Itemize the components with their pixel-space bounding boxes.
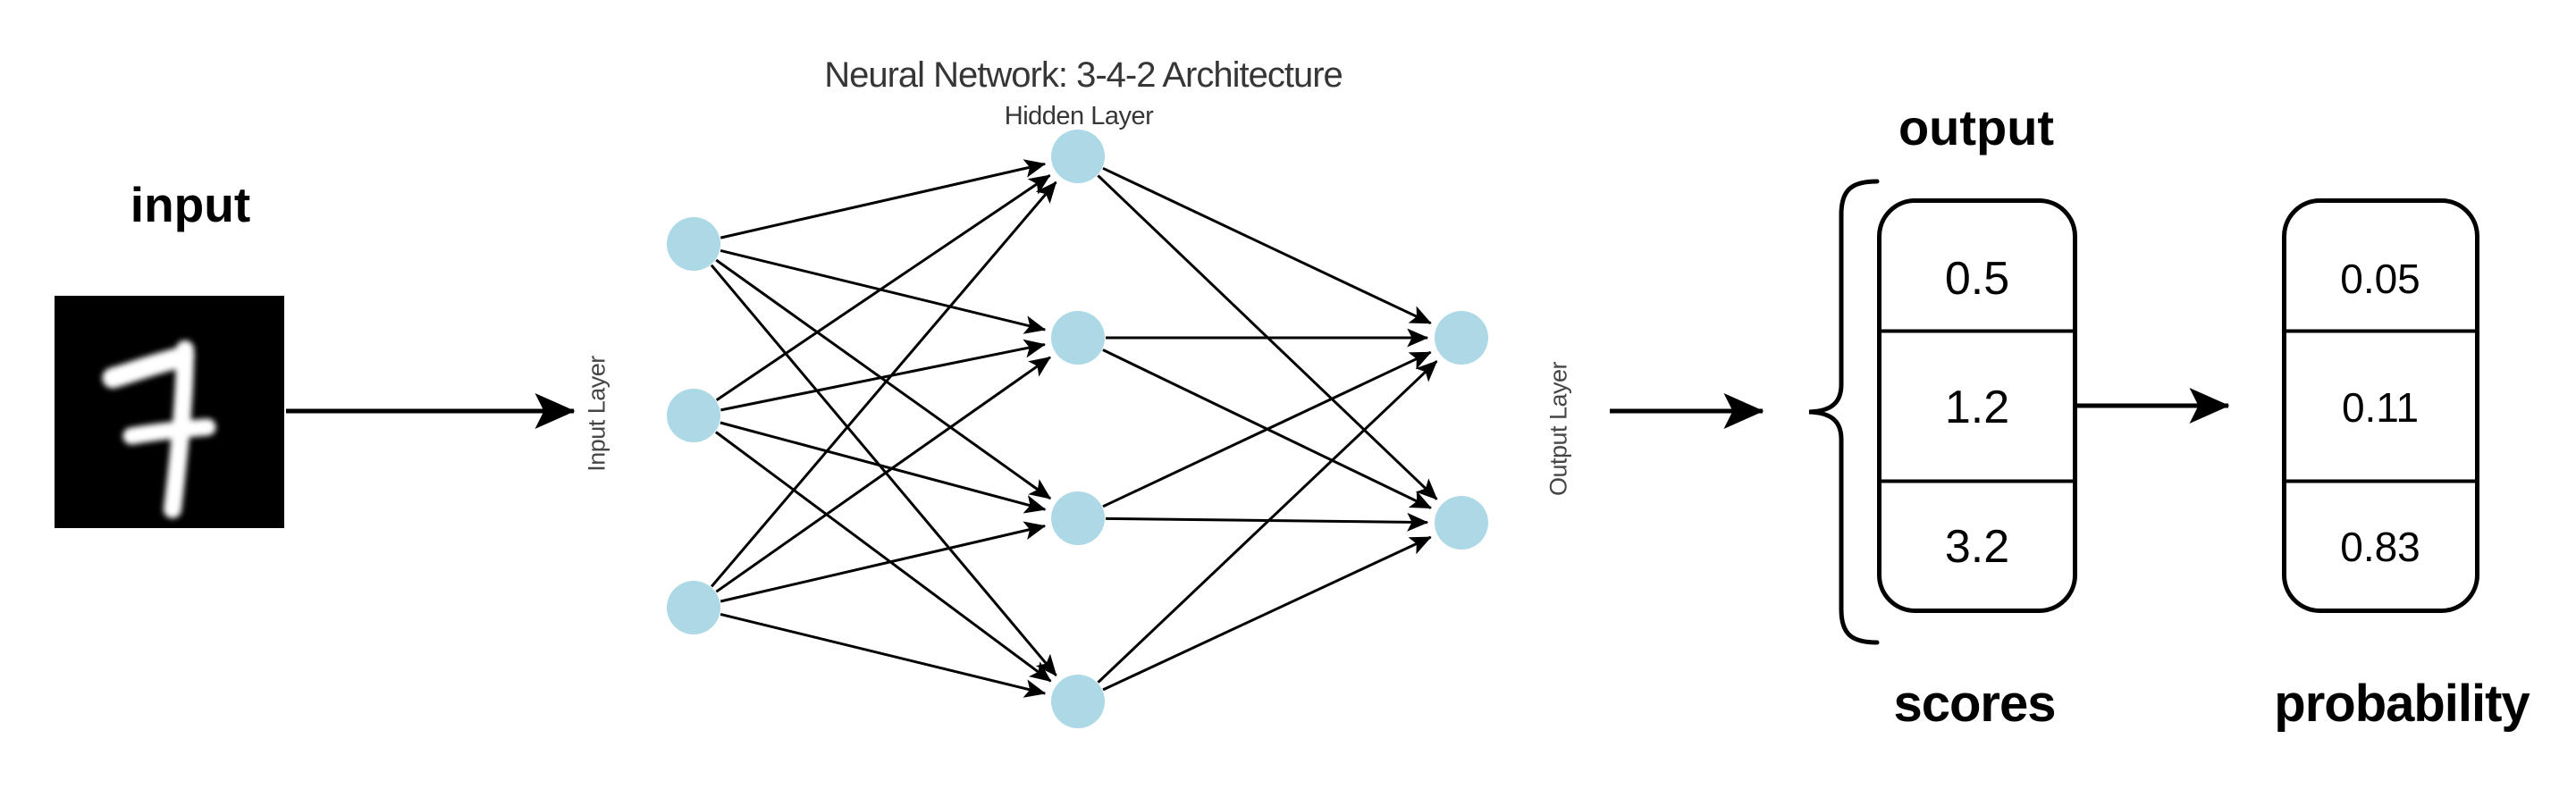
input-node	[667, 389, 720, 442]
network-edge	[720, 421, 1047, 514]
hidden-node	[1051, 491, 1105, 545]
input-node	[667, 217, 720, 271]
output-node	[1435, 311, 1488, 365]
network-edge	[720, 159, 1047, 239]
probability-value-2: 0.11	[2341, 384, 2420, 431]
scores-label: scores	[1893, 675, 2056, 733]
score-value-1: 0.5	[1944, 253, 2010, 305]
hidden-node	[1051, 675, 1105, 728]
output-layer-label: Output Layer	[1545, 361, 1572, 497]
input-node	[667, 581, 720, 634]
score-value-2: 1.2	[1944, 382, 2010, 433]
network-edge	[1105, 512, 1429, 532]
network-edge	[720, 248, 1047, 334]
output-node	[1435, 496, 1488, 550]
network-nodes	[667, 130, 1488, 728]
network-edges	[710, 159, 1438, 698]
network-edge	[720, 521, 1047, 603]
probability-value-3: 0.83	[2340, 524, 2420, 570]
output-label: output	[1898, 99, 2055, 155]
hidden-node	[1051, 311, 1105, 365]
probability-box-outline	[2282, 198, 2479, 613]
network-edge	[1102, 350, 1432, 508]
network-edge	[1102, 166, 1432, 325]
input-layer-label: Input Layer	[583, 356, 610, 472]
output-brace	[1808, 179, 1880, 645]
network-edge	[715, 258, 1052, 500]
network-edge	[1097, 360, 1438, 684]
network-edge	[715, 431, 1052, 683]
digit-7-strokes	[102, 340, 216, 518]
hidden-layer-label: Hidden Layer	[1004, 102, 1154, 130]
network-edge	[715, 173, 1051, 401]
input-label: input	[130, 177, 251, 232]
scores-box-outline	[1877, 198, 2077, 613]
hidden-node	[1051, 130, 1105, 183]
network-edge	[720, 612, 1047, 698]
digit-7-crossbar	[122, 418, 216, 445]
network-edge	[710, 264, 1057, 676]
probability-value-1: 0.05	[2340, 256, 2420, 302]
diagram-title: Neural Network: 3-4-2 Architecture	[824, 55, 1343, 95]
network-edge	[720, 339, 1046, 412]
probability-box	[2282, 198, 2479, 613]
network-edge	[715, 356, 1051, 593]
scores-box	[1877, 198, 2077, 613]
probability-label: probability	[2274, 675, 2530, 733]
score-value-3: 3.2	[1944, 521, 2010, 573]
network-edge	[710, 181, 1057, 588]
network-edge	[1102, 535, 1432, 692]
